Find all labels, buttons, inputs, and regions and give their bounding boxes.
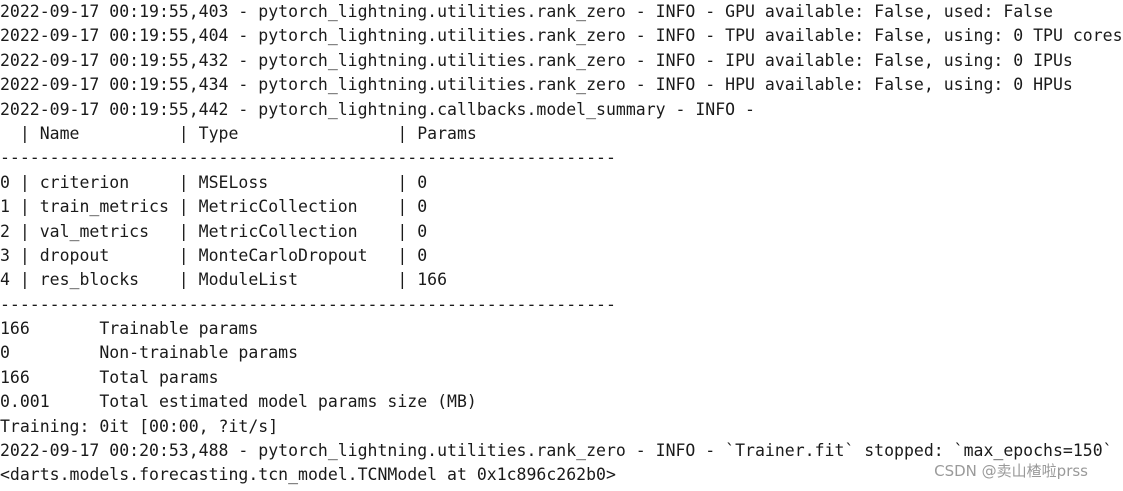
params-non-trainable: 0 Non-trainable params	[0, 343, 299, 363]
summary-table-header: | Name | Type | Params	[0, 123, 477, 143]
output-repr: <darts.models.forecasting.tcn_model.TCNM…	[0, 465, 616, 485]
summary-table-row: 1 | train_metrics | MetricCollection | 0	[0, 197, 428, 217]
summary-table-row: 2 | val_metrics | MetricCollection | 0	[0, 221, 428, 241]
training-progress: Training: 0it [00:00, ?it/s]	[0, 416, 279, 436]
log-line-model-summary: 2022-09-17 00:19:55,442 - pytorch_lightn…	[0, 99, 755, 119]
log-line-hpu: 2022-09-17 00:19:55,434 - pytorch_lightn…	[0, 75, 1073, 95]
summary-table-divider-top: ----------------------------------------…	[0, 148, 616, 168]
params-total: 166 Total params	[0, 367, 219, 387]
summary-table-divider-bottom: ----------------------------------------…	[0, 294, 616, 314]
log-line-gpu: 2022-09-17 00:19:55,403 - pytorch_lightn…	[0, 2, 1053, 21]
watermark: CSDN @卖山楂啦prss	[934, 462, 1088, 480]
params-size: 0.001 Total estimated model params size …	[0, 392, 477, 412]
log-line-ipu: 2022-09-17 00:19:55,432 - pytorch_lightn…	[0, 50, 1073, 70]
log-line-tpu: 2022-09-17 00:19:55,404 - pytorch_lightn…	[0, 26, 1123, 46]
summary-table-row: 0 | criterion | MSELoss | 0	[0, 172, 428, 192]
params-trainable: 166 Trainable params	[0, 319, 259, 339]
summary-table-row: 4 | res_blocks | ModuleList | 166	[0, 270, 448, 290]
log-line-trainer-stopped: 2022-09-17 00:20:53,488 - pytorch_lightn…	[0, 441, 1113, 461]
summary-table-row: 3 | dropout | MonteCarloDropout | 0	[0, 245, 428, 265]
